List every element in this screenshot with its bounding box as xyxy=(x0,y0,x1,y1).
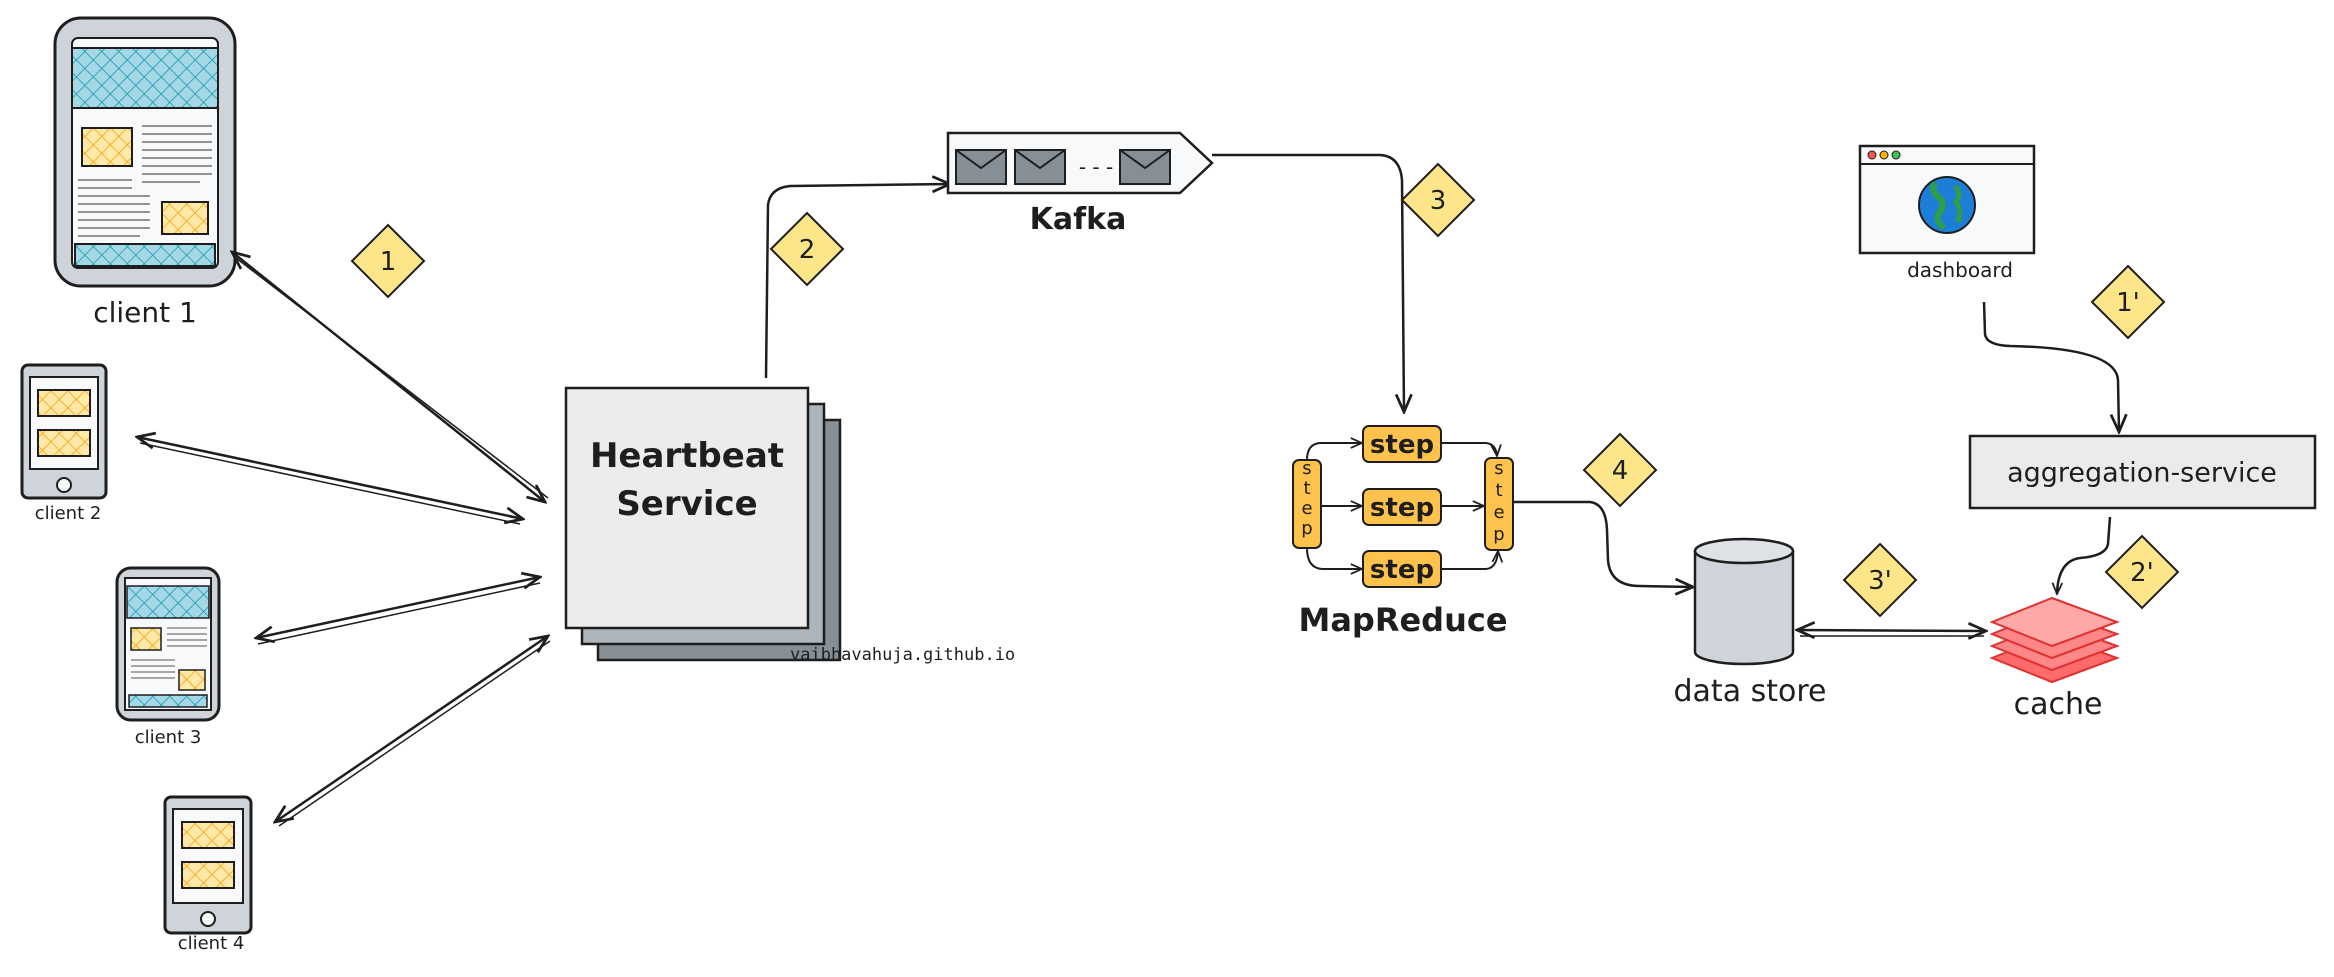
mapreduce-label: MapReduce xyxy=(1298,601,1507,639)
dashboard-label: dashboard xyxy=(1907,258,2013,282)
aggregation-label: aggregation-service xyxy=(2007,458,2277,489)
arrow-mapreduce-to-datastore xyxy=(1513,500,1693,587)
side-letter: s xyxy=(1494,458,1503,479)
client-4: client 4 xyxy=(163,795,253,954)
cache: cache xyxy=(1989,596,2120,722)
side-letter: t xyxy=(1303,478,1310,499)
badge-3p-text: 3' xyxy=(1868,566,1892,596)
arrow-dashboard-to-aggregation xyxy=(1982,301,2119,432)
side-letter: e xyxy=(1301,498,1312,519)
cache-label: cache xyxy=(2014,687,2103,722)
client-3-label: client 3 xyxy=(135,727,202,748)
badge-1p-text: 1' xyxy=(2116,288,2140,318)
side-letter: p xyxy=(1493,524,1504,545)
client-2-label: client 2 xyxy=(35,503,102,524)
message-icon xyxy=(1014,149,1066,185)
client-2: client 2 xyxy=(20,363,108,524)
side-letter: p xyxy=(1301,518,1312,539)
arrow-aggregation-to-cache xyxy=(2057,516,2112,594)
arrow-datastore-cache xyxy=(1797,630,1986,636)
client-1-label: client 1 xyxy=(93,296,197,329)
step-box-label: step xyxy=(1370,493,1434,523)
badge-2-text: 2 xyxy=(799,235,816,265)
client-4-label: client 4 xyxy=(178,933,245,954)
badge-3-prime: 3' xyxy=(1842,542,1918,618)
globe-icon xyxy=(1918,176,1976,234)
kafka-ellipsis: - - - xyxy=(1079,155,1113,179)
kafka: - - - Kafka xyxy=(946,131,1214,237)
arrow-heartbeat-to-kafka xyxy=(764,184,950,379)
heartbeat-title-line1: Heartbeat xyxy=(590,436,784,476)
side-letter: e xyxy=(1493,502,1504,523)
dashboard: dashboard xyxy=(1858,144,2036,282)
badge-2p-text: 2' xyxy=(2130,558,2154,588)
home-button-icon xyxy=(200,911,216,927)
badge-1-prime: 1' xyxy=(2090,264,2166,340)
badge-1-text: 1 xyxy=(380,247,397,277)
side-letter: s xyxy=(1302,458,1311,479)
client-connections xyxy=(137,252,550,827)
badge-3-text: 3 xyxy=(1430,186,1447,216)
side-letter: t xyxy=(1495,480,1502,501)
badge-1: 1 xyxy=(350,223,426,299)
mapreduce: s t e p s t e p step step step MapReduce xyxy=(1292,425,1514,639)
badge-3: 3 xyxy=(1400,162,1476,238)
data-store-label: data store xyxy=(1674,674,1827,709)
heartbeat-service: Heartbeat Service vaibhavahuja.github.io xyxy=(564,386,1015,665)
data-store: data store xyxy=(1674,537,1827,709)
home-button-icon xyxy=(56,477,72,493)
badge-2-prime: 2' xyxy=(2104,534,2180,610)
kafka-label: Kafka xyxy=(1030,202,1127,237)
aggregation-service: aggregation-service xyxy=(1968,434,2317,510)
watermark: vaibhavahuja.github.io xyxy=(790,645,1015,665)
client-3: client 3 xyxy=(115,566,221,748)
client-1: client 1 xyxy=(53,16,237,329)
badge-4: 4 xyxy=(1582,432,1658,508)
message-icon xyxy=(955,149,1007,185)
step-box-label: step xyxy=(1370,555,1434,585)
step-box-label: step xyxy=(1370,430,1434,460)
badge-4-text: 4 xyxy=(1612,456,1629,486)
message-icon xyxy=(1119,149,1171,185)
badge-2: 2 xyxy=(769,211,845,287)
heartbeat-title-line2: Service xyxy=(616,484,757,524)
arrow-kafka-to-mapreduce xyxy=(1212,153,1404,412)
